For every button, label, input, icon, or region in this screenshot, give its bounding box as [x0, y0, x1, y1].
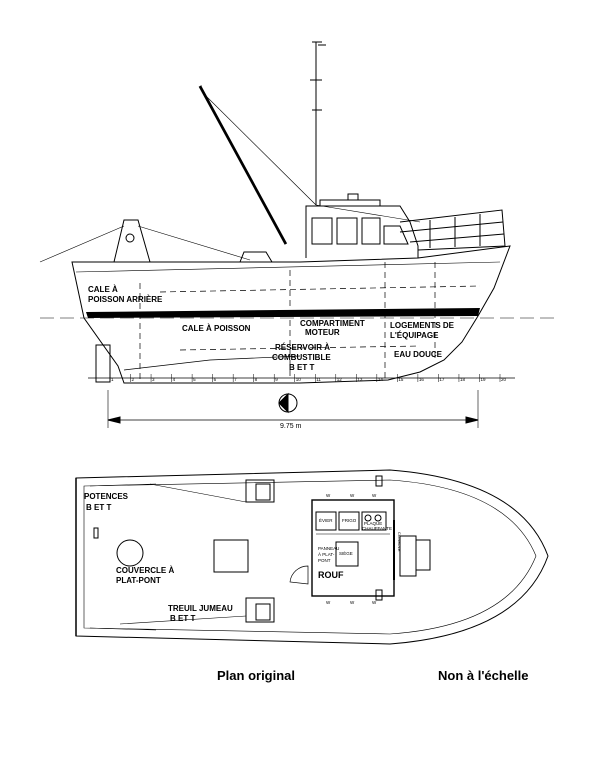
label-couvercle-1: COUVERCLE À — [116, 566, 174, 575]
label-cale-poisson: CALE À POISSON — [182, 324, 251, 333]
caption-plan-original: Plan original — [217, 668, 296, 683]
station-number: 6 — [214, 377, 217, 382]
plan-view — [75, 469, 549, 645]
label-cale-arriere-1: CALE À — [88, 285, 118, 294]
label-couvercle-2: PLAT-PONT — [116, 576, 161, 585]
label-siege: SIÈGE — [339, 550, 353, 556]
station-number: 4 — [173, 377, 176, 382]
station-number: 12 — [337, 377, 343, 382]
a-frame — [113, 219, 151, 263]
label-compartiment-2: MOTEUR — [305, 328, 340, 337]
station-number: 3 — [152, 377, 155, 382]
label-plaque-2: CHAUFFANTE — [362, 526, 392, 531]
station-number: 2 — [132, 377, 135, 382]
hull — [71, 245, 511, 384]
label-window-1: W — [326, 493, 331, 498]
label-length: 9.75 m — [280, 423, 302, 430]
station-number: 16 — [419, 377, 425, 382]
label-reservoir-1: RÉSERVOIR À — [275, 343, 330, 352]
label-window-3: W — [372, 493, 377, 498]
station-number: 13 — [357, 377, 363, 382]
label-console: CONSOLE — [397, 532, 402, 552]
profile-view — [39, 41, 560, 428]
station-number: 8 — [255, 377, 258, 382]
station-number: 9 — [275, 377, 278, 382]
label-potences-1: POTENCES — [84, 492, 129, 501]
winch-top — [245, 479, 275, 503]
label-panneau-1: PANNEAU — [318, 546, 339, 551]
label-frigo: FRIGO — [342, 518, 357, 523]
station-number: 20 — [501, 377, 507, 382]
label-compartiment-1: COMPARTIMENT — [300, 319, 365, 328]
hatch-center — [213, 539, 249, 573]
label-treuil-1: TREUIL JUMEAU — [168, 604, 233, 613]
label-reservoir-2: COMBUSTIBLE — [272, 353, 331, 362]
label-window-4: W — [326, 600, 331, 605]
label-eau-douce: EAU DOUCE — [394, 350, 443, 359]
boot-top-stripe — [86, 308, 480, 318]
label-window-5: W — [350, 600, 355, 605]
station-number: 18 — [460, 377, 466, 382]
rudder — [95, 344, 111, 383]
label-evier: ÉVIER — [319, 517, 333, 523]
caption-non-echelle: Non à l'échelle — [438, 668, 529, 683]
profile-labels: CALE À POISSON ARRIÈRE CALE À POISSON CO… — [88, 285, 455, 430]
boom — [198, 85, 288, 245]
plan-labels: POTENCES B ET T COUVERCLE À PLAT-PONT TR… — [84, 492, 402, 623]
label-potences-2: B ET T — [86, 503, 111, 512]
station-number: 1 — [111, 377, 114, 382]
label-window-2: W — [350, 493, 355, 498]
label-logements-1: LOGEMENTS DE — [390, 321, 455, 330]
station-number: 15 — [398, 377, 404, 382]
label-rouf: ROUF — [318, 570, 344, 580]
label-panneau-2: À PLAT- — [318, 551, 335, 557]
label-plaque-1: PLAQUE — [364, 521, 382, 526]
winch-bottom — [245, 597, 275, 623]
deck-outline — [75, 469, 549, 645]
station-number: 11 — [316, 377, 321, 382]
station-number: 17 — [439, 377, 445, 382]
label-panneau-3: PONT — [318, 558, 331, 563]
station-number: 10 — [296, 377, 302, 382]
label-window-6: W — [372, 600, 377, 605]
wheelhouse — [305, 205, 419, 258]
label-treuil-2: B ET T — [170, 614, 195, 623]
label-logements-2: L'ÉQUIPAGE — [390, 331, 439, 340]
station-number: 19 — [480, 377, 486, 382]
bow-rail — [399, 209, 506, 251]
label-reservoir-3: B ET T — [289, 363, 314, 372]
station-number: 5 — [193, 377, 196, 382]
label-cale-arriere-2: POISSON ARRIÈRE — [88, 295, 163, 304]
station-number: 14 — [378, 377, 384, 382]
station-number: 7 — [234, 377, 237, 382]
flush-hatch-cover — [116, 539, 144, 567]
